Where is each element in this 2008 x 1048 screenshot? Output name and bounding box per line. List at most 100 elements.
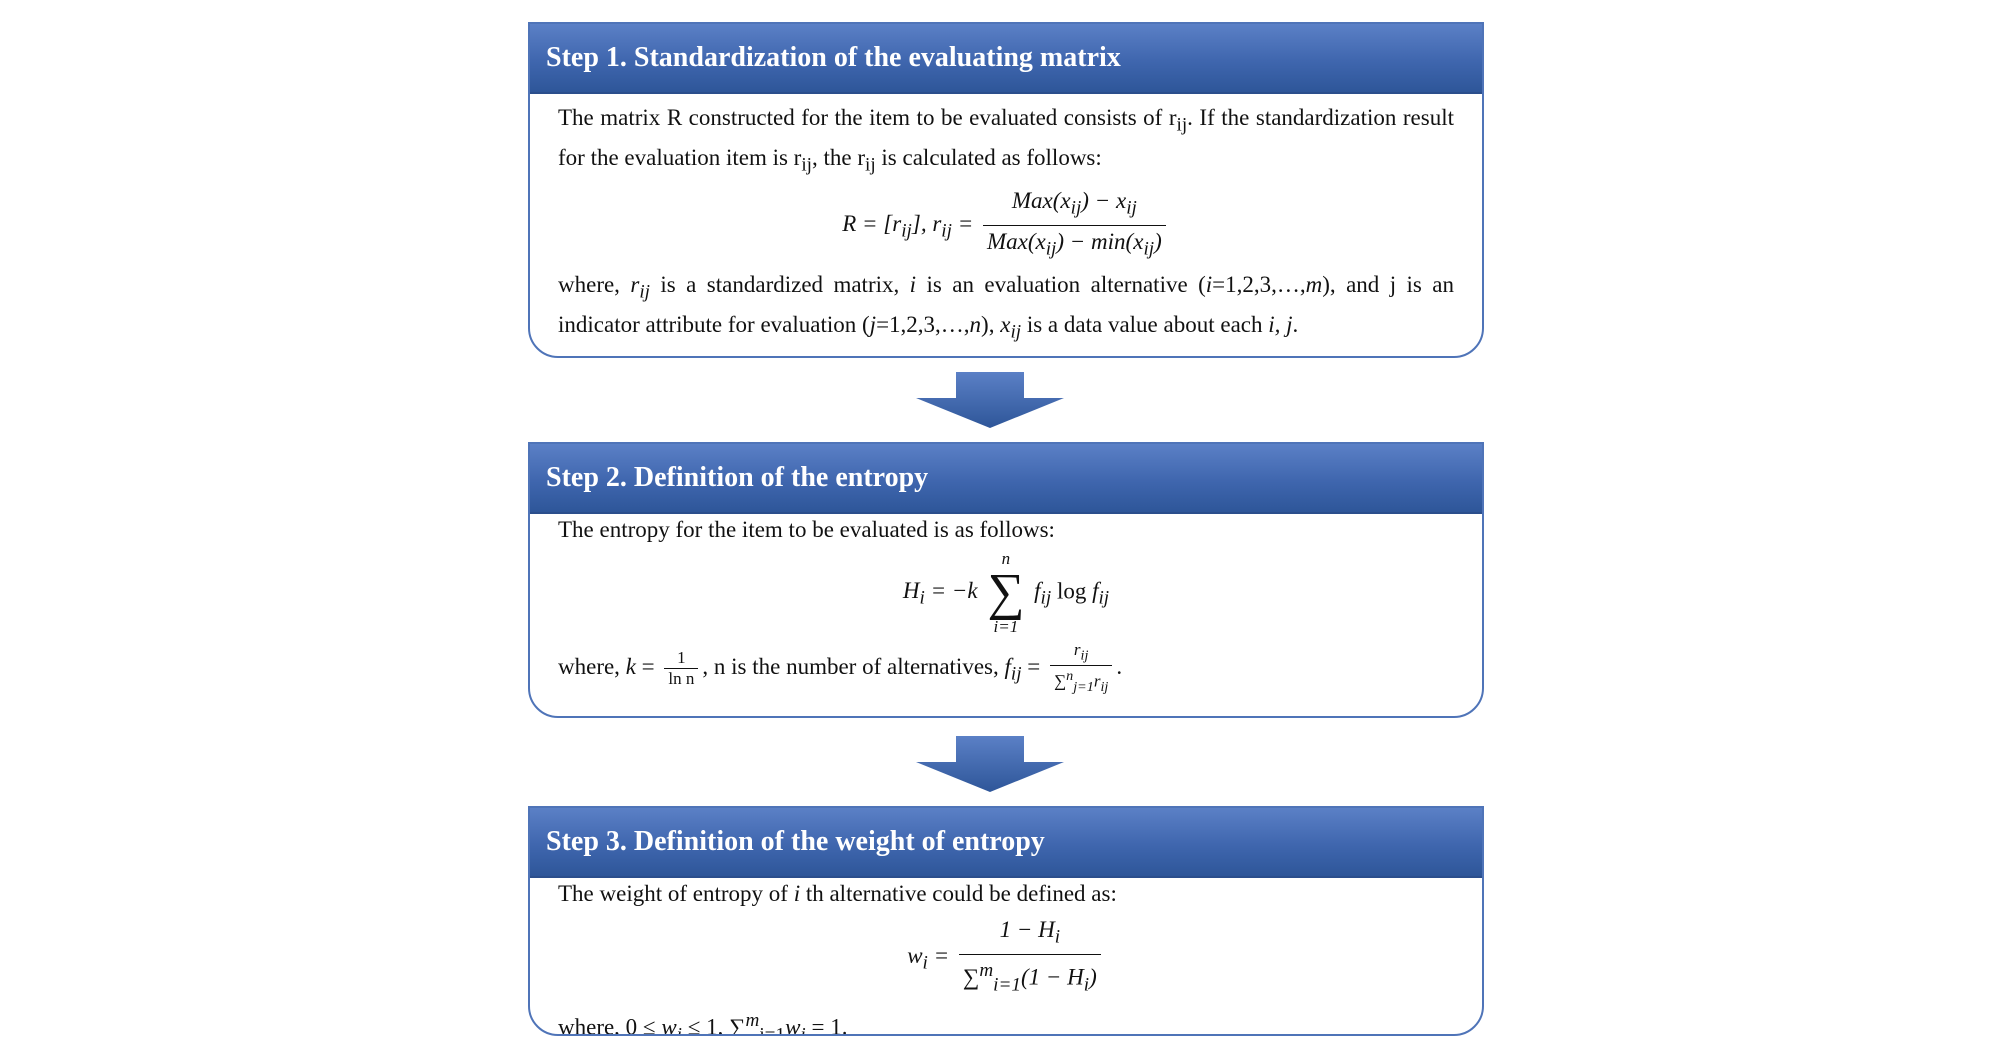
f-fraction: rij ∑nj=1rij bbox=[1050, 640, 1113, 697]
step-1-intro-text: is calculated as follows: bbox=[875, 144, 1102, 170]
sum-upper: n bbox=[1001, 549, 1011, 568]
eq-part: ) − x bbox=[1081, 188, 1127, 214]
eq-sub: i bbox=[919, 587, 925, 609]
where-text: ∑ bbox=[729, 1014, 746, 1036]
where-math: n bbox=[969, 311, 982, 337]
eq-part: Max(x bbox=[1011, 188, 1071, 214]
step-3-intro: The weight of entropy of i th alternativ… bbox=[558, 878, 1454, 910]
intro-text: th alternative could be defined as: bbox=[800, 881, 1117, 906]
step-1-intro-sub: ij bbox=[801, 154, 812, 176]
eq-sub: i bbox=[922, 952, 928, 974]
eq-part: log bbox=[1051, 578, 1093, 604]
eq-sub: ij bbox=[941, 220, 952, 242]
step-3-where: where, 0 ≤ wi ≤ 1, ∑mi=1wi = 1. bbox=[558, 1005, 1454, 1036]
where-sub: i bbox=[800, 1024, 806, 1036]
eq-part: f bbox=[1092, 578, 1099, 604]
frac-den: ∑ bbox=[1054, 672, 1067, 692]
eq-part: f bbox=[1034, 578, 1041, 604]
where-text: ), and j is an indicator attribute for e… bbox=[558, 272, 1455, 337]
step-1-body: The matrix R constructed for the item to… bbox=[530, 94, 1482, 349]
eq-part: = −k bbox=[924, 578, 978, 604]
where-sup: m bbox=[745, 1009, 760, 1031]
eq-sub: i=1 bbox=[993, 973, 1021, 995]
where-text: ), bbox=[981, 311, 1001, 337]
step-1-intro-sub: ij bbox=[1176, 114, 1188, 136]
where-math: w bbox=[661, 1014, 677, 1036]
step-3-body: The weight of entropy of i th alternativ… bbox=[530, 878, 1482, 1036]
where-text: . bbox=[1292, 311, 1299, 337]
step-2-equation: Hi = −k n ∑ i=1 fij log fij bbox=[558, 550, 1454, 636]
frac-sub: j=1 bbox=[1073, 679, 1094, 696]
where-text: ≤ 1, bbox=[681, 1014, 730, 1036]
where-sub: ij bbox=[639, 281, 650, 303]
weight-fraction: 1 − Hi ∑mi=1(1 − Hi) bbox=[958, 914, 1101, 1001]
down-arrow-icon bbox=[916, 736, 1064, 792]
eq-sub: ij bbox=[1143, 238, 1155, 260]
sum-lower: i=1 bbox=[993, 617, 1019, 636]
eq-part: ∑ bbox=[962, 964, 980, 990]
where-text: is an evaluation alternative ( bbox=[916, 272, 1206, 298]
eq-part: ) bbox=[1089, 964, 1097, 990]
step-1-intro: The matrix R constructed for the item to… bbox=[558, 102, 1454, 181]
step-3-equation: wi = 1 − Hi ∑mi=1(1 − Hi) bbox=[558, 914, 1454, 1001]
where-text: = 1. bbox=[805, 1014, 848, 1036]
where-math: k bbox=[625, 654, 636, 679]
eq-part: ], r bbox=[911, 210, 942, 236]
step-1-intro-sub: ij bbox=[865, 154, 876, 176]
where-math: j bbox=[869, 311, 877, 337]
frac-sub: ij bbox=[1080, 647, 1089, 664]
eq-part: ) bbox=[1154, 228, 1162, 254]
step-1-fraction: Max(xij) − xij Max(xij) − min(xij) bbox=[982, 185, 1166, 265]
step-3-box: Step 3. Definition of the weight of entr… bbox=[528, 806, 1484, 1036]
step-1-equation: R = [rij], rij = Max(xij) − xij Max(xij)… bbox=[558, 185, 1454, 265]
k-fraction: 1 ln n bbox=[664, 648, 699, 689]
eq-sub: ij bbox=[1098, 587, 1110, 609]
step-1-where: where, rij is a standardized matrix, i i… bbox=[558, 269, 1454, 348]
step-3-title: Step 3. Definition of the weight of entr… bbox=[530, 808, 1482, 878]
where-text: . bbox=[1116, 654, 1123, 679]
where-math: m bbox=[1305, 272, 1323, 298]
where-text: where, 0 ≤ bbox=[558, 1014, 662, 1036]
sum-symbol: ∑ bbox=[987, 564, 1025, 621]
where-text: , n is the number of alternatives, bbox=[702, 654, 1005, 679]
step-2-where: where, k = 1 ln n , n is the number of a… bbox=[558, 640, 1454, 697]
frac-den: ln n bbox=[664, 668, 699, 689]
where-sub: ij bbox=[1010, 663, 1022, 685]
eq-sub: ij bbox=[1070, 197, 1082, 219]
intro-math: i bbox=[793, 881, 801, 906]
eq-sub: ij bbox=[901, 220, 912, 242]
frac-den: r bbox=[1093, 672, 1101, 692]
where-sub: ij bbox=[1010, 321, 1022, 343]
step-1-intro-text: The matrix R constructed for the item to… bbox=[558, 105, 1177, 130]
where-math: f bbox=[1004, 654, 1011, 679]
frac-num: 1 bbox=[677, 648, 686, 668]
where-sub: i=1 bbox=[759, 1024, 786, 1036]
where-text: = bbox=[635, 654, 655, 679]
down-arrow-icon bbox=[916, 372, 1064, 428]
step-1-intro-text: , the r bbox=[812, 144, 866, 170]
where-math: i bbox=[909, 272, 917, 298]
eq-sub: ij bbox=[1126, 197, 1137, 219]
intro-text: The weight of entropy of bbox=[558, 881, 794, 906]
where-text: = bbox=[1021, 654, 1041, 679]
eq-part: = bbox=[927, 942, 950, 968]
eq-sub: i bbox=[1083, 973, 1090, 995]
where-sub: i bbox=[676, 1024, 682, 1036]
where-text: is a standardized matrix, bbox=[649, 272, 910, 298]
where-text: where, bbox=[558, 654, 626, 679]
where-math: r bbox=[630, 272, 640, 298]
eq-part: Max(x bbox=[986, 228, 1046, 254]
eq-part: H bbox=[902, 578, 920, 604]
step-1-title: Step 1. Standardization of the evaluatin… bbox=[530, 24, 1482, 94]
frac-sup: n bbox=[1066, 668, 1074, 685]
where-math: i, j bbox=[1268, 311, 1293, 337]
eq-sub: i bbox=[1054, 926, 1061, 948]
summation: n ∑ i=1 bbox=[987, 550, 1024, 636]
eq-part: R = [r bbox=[842, 210, 902, 236]
where-math: x bbox=[1000, 311, 1011, 337]
step-2-box: Step 2. Definition of the entropy The en… bbox=[528, 442, 1484, 718]
where-text: is a data value about each bbox=[1021, 311, 1269, 337]
step-2-intro: The entropy for the item to be evaluated… bbox=[558, 517, 1055, 542]
eq-part: 1 − H bbox=[999, 917, 1055, 942]
where-math: i bbox=[1205, 272, 1213, 298]
